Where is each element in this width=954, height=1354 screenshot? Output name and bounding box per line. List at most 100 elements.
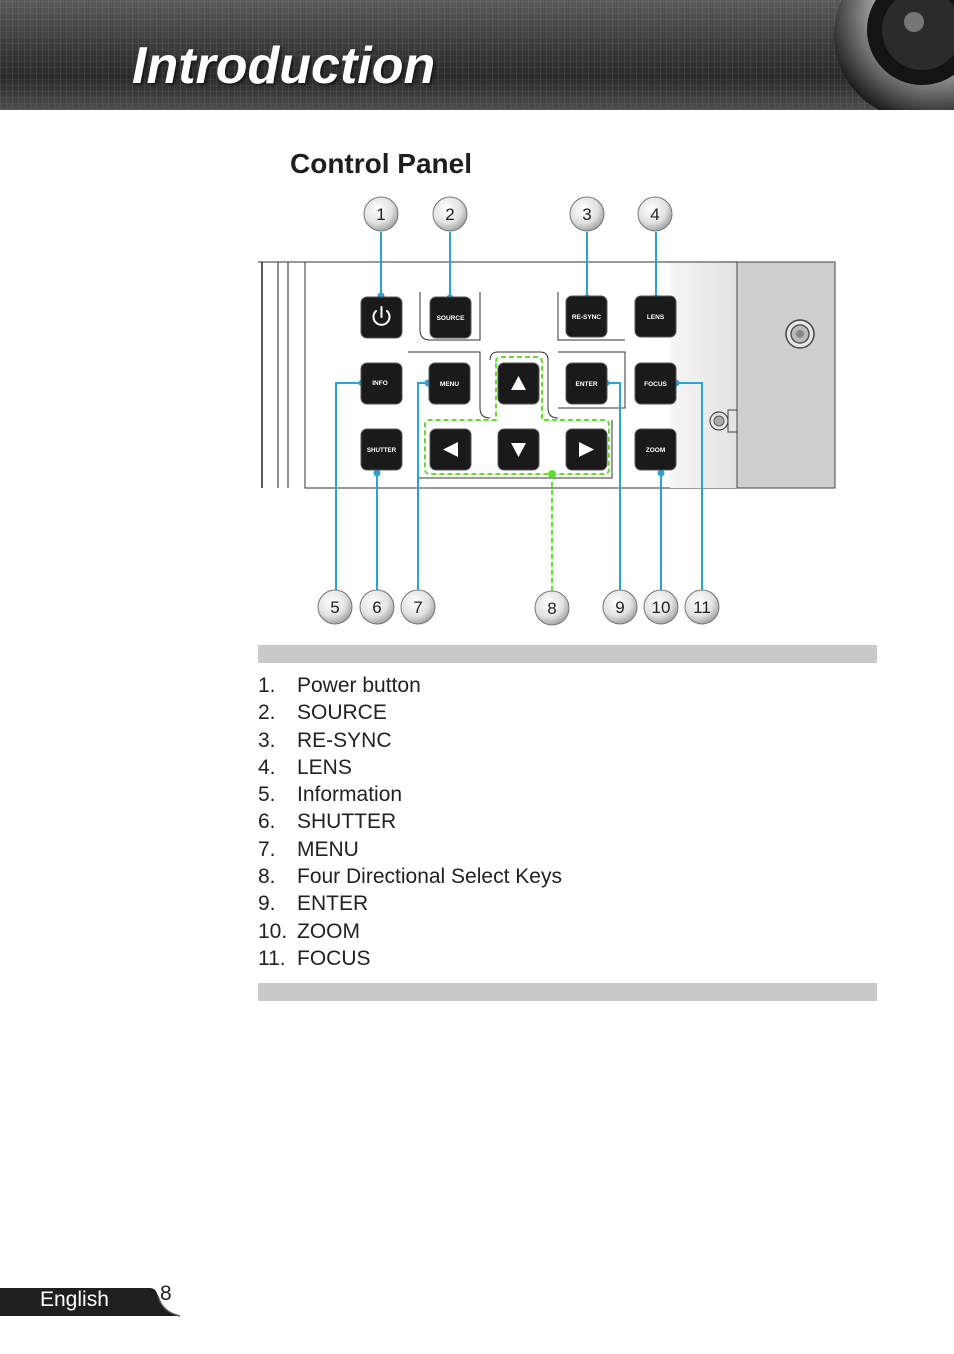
callout-11: 11	[684, 589, 720, 625]
menu-button[interactable]: MENU	[428, 362, 471, 405]
callout-7-label: 7	[413, 598, 422, 617]
callout-9-label: 9	[615, 598, 624, 617]
list-item-number: 2.	[258, 701, 276, 725]
section-title: Control Panel	[290, 148, 473, 179]
shutter-button-label: SHUTTER	[367, 447, 397, 454]
lens-button-label: LENS	[647, 314, 665, 321]
callout-8-label: 8	[547, 599, 556, 618]
list-item-number: 10.	[258, 919, 288, 943]
callout-lines	[335, 232, 703, 590]
callout-5-label: 5	[330, 598, 339, 617]
page-number: 8	[160, 1282, 172, 1305]
list-item-number: 5.	[258, 783, 276, 807]
up-arrow-button[interactable]	[497, 362, 540, 405]
header-banner: Introduction	[0, 0, 954, 110]
list-item-number: 8.	[258, 865, 276, 889]
resync-button-label: RE-SYNC	[572, 314, 602, 321]
source-button[interactable]: SOURCE	[429, 296, 472, 339]
control-panel-diagram: SOURCE RE-SYNC LENS INFO MENU ENTER FOCU…	[258, 196, 836, 626]
control-panel-item-list: 1. Power button 2. SOURCE 3. RE-SYNC 4. LENS 5. I…	[258, 672, 562, 972]
arrow-group-anchor	[548, 470, 556, 478]
lens-button[interactable]: LENS	[634, 295, 677, 338]
list-item-label: ZOOM	[297, 919, 360, 943]
list-item-label: ENTER	[297, 892, 369, 916]
power-button[interactable]	[360, 296, 403, 339]
callout-10: 10	[643, 589, 679, 625]
callout-1: 1	[363, 196, 399, 232]
top-divider-bar	[258, 645, 877, 663]
list-item: 5. Information	[258, 781, 562, 808]
focus-button-label: FOCUS	[644, 381, 667, 388]
list-item: 3. RE-SYNC	[258, 727, 562, 754]
panel-body	[258, 261, 836, 489]
arrow-keys-group-outline	[424, 356, 610, 596]
callout-9: 9	[602, 589, 638, 625]
callout-2: 2	[432, 196, 468, 232]
enter-button-label: ENTER	[575, 381, 597, 388]
up-arrow-icon	[511, 376, 526, 390]
callout-4-label: 4	[650, 205, 659, 224]
page-title: Introduction	[132, 37, 436, 95]
zoom-button[interactable]: ZOOM	[634, 428, 677, 471]
list-item-number: 11.	[258, 946, 286, 970]
list-item: 4. LENS	[258, 754, 562, 781]
callout-10-label: 10	[652, 598, 671, 617]
menu-button-label: MENU	[440, 381, 459, 388]
list-item-number: 1.	[258, 674, 276, 697]
list-item: 6. SHUTTER	[258, 808, 562, 835]
right-arrow-icon	[579, 442, 594, 457]
list-item-label: MENU	[297, 837, 359, 861]
list-item: 9. ENTER	[258, 890, 562, 917]
list-item-label: SOURCE	[297, 701, 387, 725]
projector-lens-icon	[834, 0, 954, 110]
callout-7: 7	[400, 589, 436, 625]
shutter-button[interactable]: SHUTTER	[360, 428, 403, 471]
callout-3: 3	[569, 196, 605, 232]
list-item-label: FOCUS	[297, 946, 371, 970]
callout-1-label: 1	[376, 205, 385, 224]
callout-3-label: 3	[582, 205, 591, 224]
footer-language: English	[40, 1288, 109, 1311]
list-item-label: Information	[297, 783, 403, 807]
list-item-label: Four Directional Select Keys	[297, 865, 562, 889]
enter-button[interactable]: ENTER	[565, 362, 608, 405]
zoom-button-label: ZOOM	[646, 447, 666, 454]
list-item-number: 4.	[258, 755, 276, 779]
list-item: 11. FOCUS	[258, 945, 562, 972]
footer-tab	[0, 1288, 181, 1317]
list-item: 8. Four Directional Select Keys	[258, 863, 562, 890]
list-item-number: 9.	[258, 892, 276, 916]
down-arrow-button[interactable]	[497, 428, 540, 471]
source-button-label: SOURCE	[437, 315, 465, 322]
header-pattern	[0, 0, 954, 110]
info-button-label: INFO	[372, 380, 388, 387]
list-item: 7. MENU	[258, 836, 562, 863]
callout-bubbles: 1 2 3 4 5 6 7 8 9 10 11	[317, 196, 720, 626]
list-item-label: SHUTTER	[297, 810, 397, 834]
focus-button[interactable]: FOCUS	[634, 362, 677, 405]
list-item: 1. Power button	[258, 672, 562, 699]
list-item: 10. ZOOM	[258, 918, 562, 945]
callout-2-label: 2	[445, 205, 454, 224]
list-item-number: 7.	[258, 837, 276, 861]
list-item: 2. SOURCE	[258, 699, 562, 726]
list-item-label: Power button	[297, 674, 421, 697]
bottom-divider-bar	[258, 983, 877, 1001]
down-arrow-icon	[511, 443, 526, 457]
list-item-number: 3.	[258, 728, 276, 752]
list-item-label: LENS	[297, 755, 352, 779]
info-button[interactable]: INFO	[360, 362, 403, 405]
resync-button[interactable]: RE-SYNC	[565, 295, 608, 338]
callout-8: 8	[534, 590, 570, 626]
left-arrow-icon	[443, 442, 458, 457]
left-arrow-button[interactable]	[429, 428, 472, 471]
list-item-label: RE-SYNC	[297, 728, 392, 752]
right-arrow-button[interactable]	[565, 428, 608, 471]
callout-11-label: 11	[693, 598, 711, 617]
callout-4: 4	[637, 196, 673, 232]
callout-5: 5	[317, 589, 353, 625]
callout-6: 6	[359, 589, 395, 625]
power-icon	[372, 306, 391, 326]
callout-6-label: 6	[372, 598, 381, 617]
list-item-number: 6.	[258, 810, 276, 834]
